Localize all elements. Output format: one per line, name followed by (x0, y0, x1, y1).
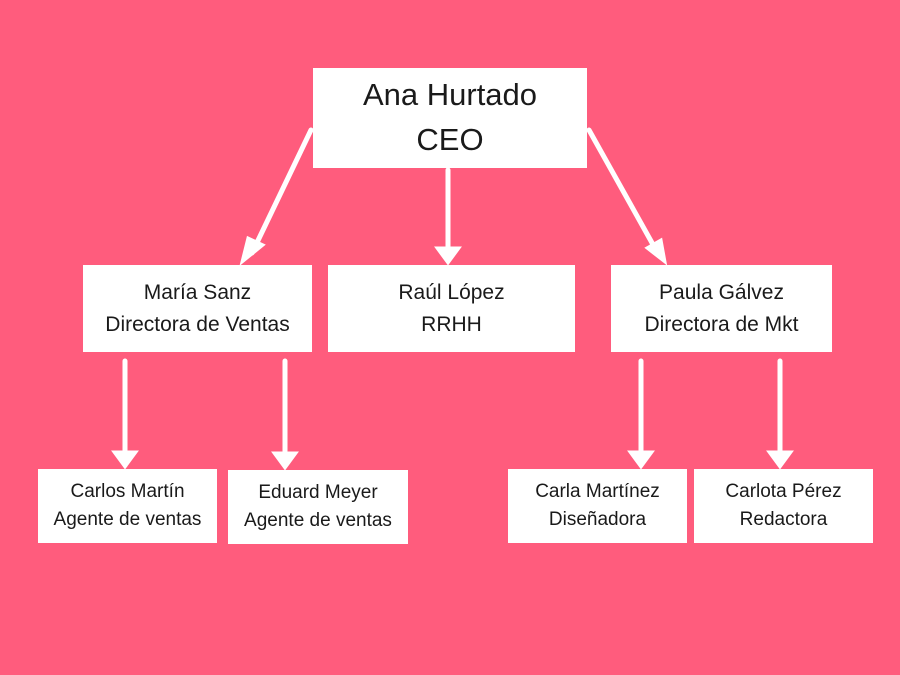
node-name: Carlota Pérez (725, 480, 842, 502)
node-role: Directora de Ventas (105, 312, 290, 336)
arrow-head (111, 450, 139, 470)
node-role: Directora de Mkt (644, 312, 799, 336)
node-eduard-meyer: Eduard Meyer Agente de ventas (228, 470, 408, 544)
node-name: Raúl López (398, 281, 505, 304)
arrow-ceo-to-paula (586, 127, 659, 253)
node-ceo: Ana Hurtado CEO (313, 68, 587, 168)
arrow-head (644, 237, 668, 266)
node-carlos-martin: Carlos Martín Agente de ventas (38, 469, 217, 543)
arrow-head (239, 235, 266, 266)
node-name: Eduard Meyer (258, 481, 378, 503)
node-role: RRHH (421, 312, 482, 336)
arrow-head (627, 450, 655, 470)
node-role: Agente de ventas (53, 509, 202, 530)
node-role: Diseñadora (548, 509, 647, 530)
node-paula-galvez: Paula Gálvez Directora de Mkt (611, 265, 832, 352)
node-name: María Sanz (143, 281, 252, 304)
node-raul-lopez: Raúl López RRHH (328, 265, 575, 352)
node-maria-sanz: María Sanz Directora de Ventas (83, 265, 312, 352)
node-name: Ana Hurtado (362, 77, 538, 113)
arrow-ceo-to-maria (249, 127, 314, 256)
arrow-head (766, 450, 794, 470)
node-role: Agente de ventas (244, 510, 392, 531)
node-role: CEO (416, 122, 484, 157)
arrow-head (271, 451, 299, 471)
node-name: Carla Martínez (535, 480, 660, 502)
node-name: Paula Gálvez (659, 281, 784, 304)
node-role: Redactora (739, 509, 828, 530)
node-carlota-perez: Carlota Pérez Redactora (694, 469, 873, 543)
node-carla-martinez: Carla Martínez Diseñadora (508, 469, 687, 543)
node-name: Carlos Martín (70, 480, 185, 502)
arrow-head (434, 246, 462, 266)
